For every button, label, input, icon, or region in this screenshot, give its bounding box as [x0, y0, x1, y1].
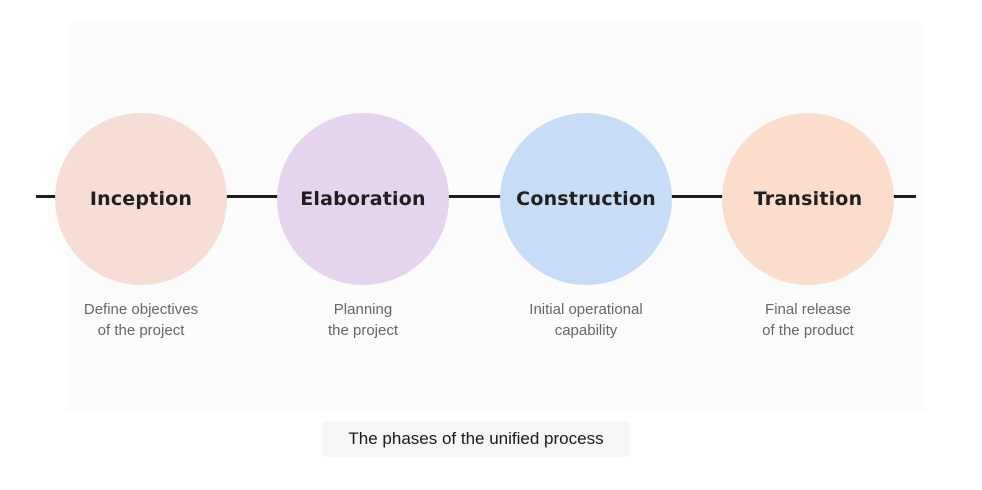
phase-description-line: Initial operational [529, 301, 643, 318]
phase-circle-inception: Inception [55, 113, 227, 285]
phase-description-line: of the product [762, 322, 854, 339]
phase-construction: Construction Initial operational capabil… [500, 113, 672, 363]
phase-circle-elaboration: Elaboration [277, 113, 449, 285]
phase-description-line: the project [327, 322, 399, 339]
phase-title-elaboration: Elaboration [300, 188, 426, 210]
phase-circle-transition: Transition [722, 113, 894, 285]
phase-description-elaboration: Planning the project [247, 299, 479, 341]
phase-circle-construction: Construction [500, 113, 672, 285]
phase-inception: Inception Define objectives of the proje… [55, 113, 227, 363]
phase-description-line: capability [554, 322, 618, 339]
phase-title-transition: Transition [753, 188, 863, 210]
timeline-line [36, 195, 916, 198]
figure-caption: The phases of the unified process [322, 421, 630, 457]
phase-description-line: Define objectives [83, 301, 199, 318]
phase-description-line: Final release [765, 301, 851, 318]
phase-title-inception: Inception [89, 188, 193, 210]
phase-description-construction: Initial operational capability [470, 299, 702, 341]
phase-description-line: Planning [333, 301, 393, 318]
phase-description-line: of the project [97, 322, 185, 339]
phase-transition: Transition Final release of the product [722, 113, 894, 363]
phase-description-inception: Define objectives of the project [25, 299, 257, 341]
phase-description-transition: Final release of the product [692, 299, 924, 341]
phase-title-construction: Construction [516, 188, 656, 210]
phase-elaboration: Elaboration Planning the project [277, 113, 449, 363]
